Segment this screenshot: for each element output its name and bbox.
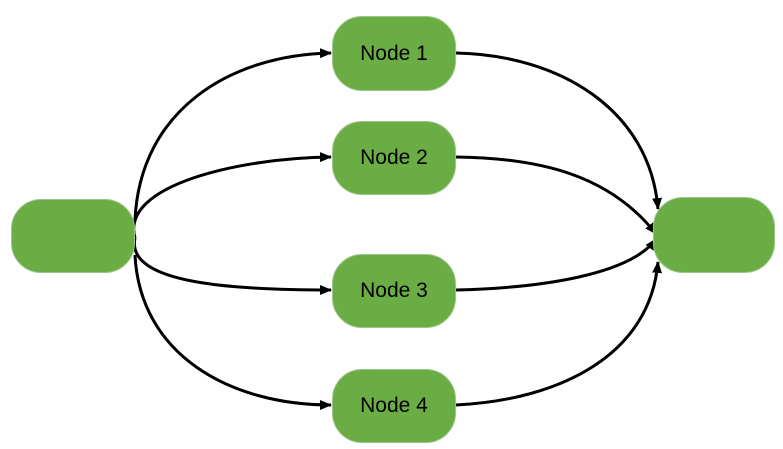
edge-source-to-node-1	[133, 48, 332, 221]
edge-node-1-to-sink	[455, 51, 663, 210]
edge-node-2-to-sink	[455, 155, 658, 235]
node-4: Node 4	[332, 369, 456, 443]
edge-source-to-node-2	[132, 152, 332, 239]
edge-source-to-node-3	[133, 237, 332, 295]
node-2: Node 2	[332, 121, 456, 195]
edge-source-to-node-4	[133, 254, 332, 410]
node-3: Node 3	[332, 254, 456, 328]
node-1: Node 1	[332, 16, 456, 91]
sink-node	[653, 197, 775, 273]
edge-node-3-to-sink	[455, 238, 658, 292]
edge-node-4-to-sink	[455, 261, 663, 407]
source-node	[11, 199, 135, 273]
